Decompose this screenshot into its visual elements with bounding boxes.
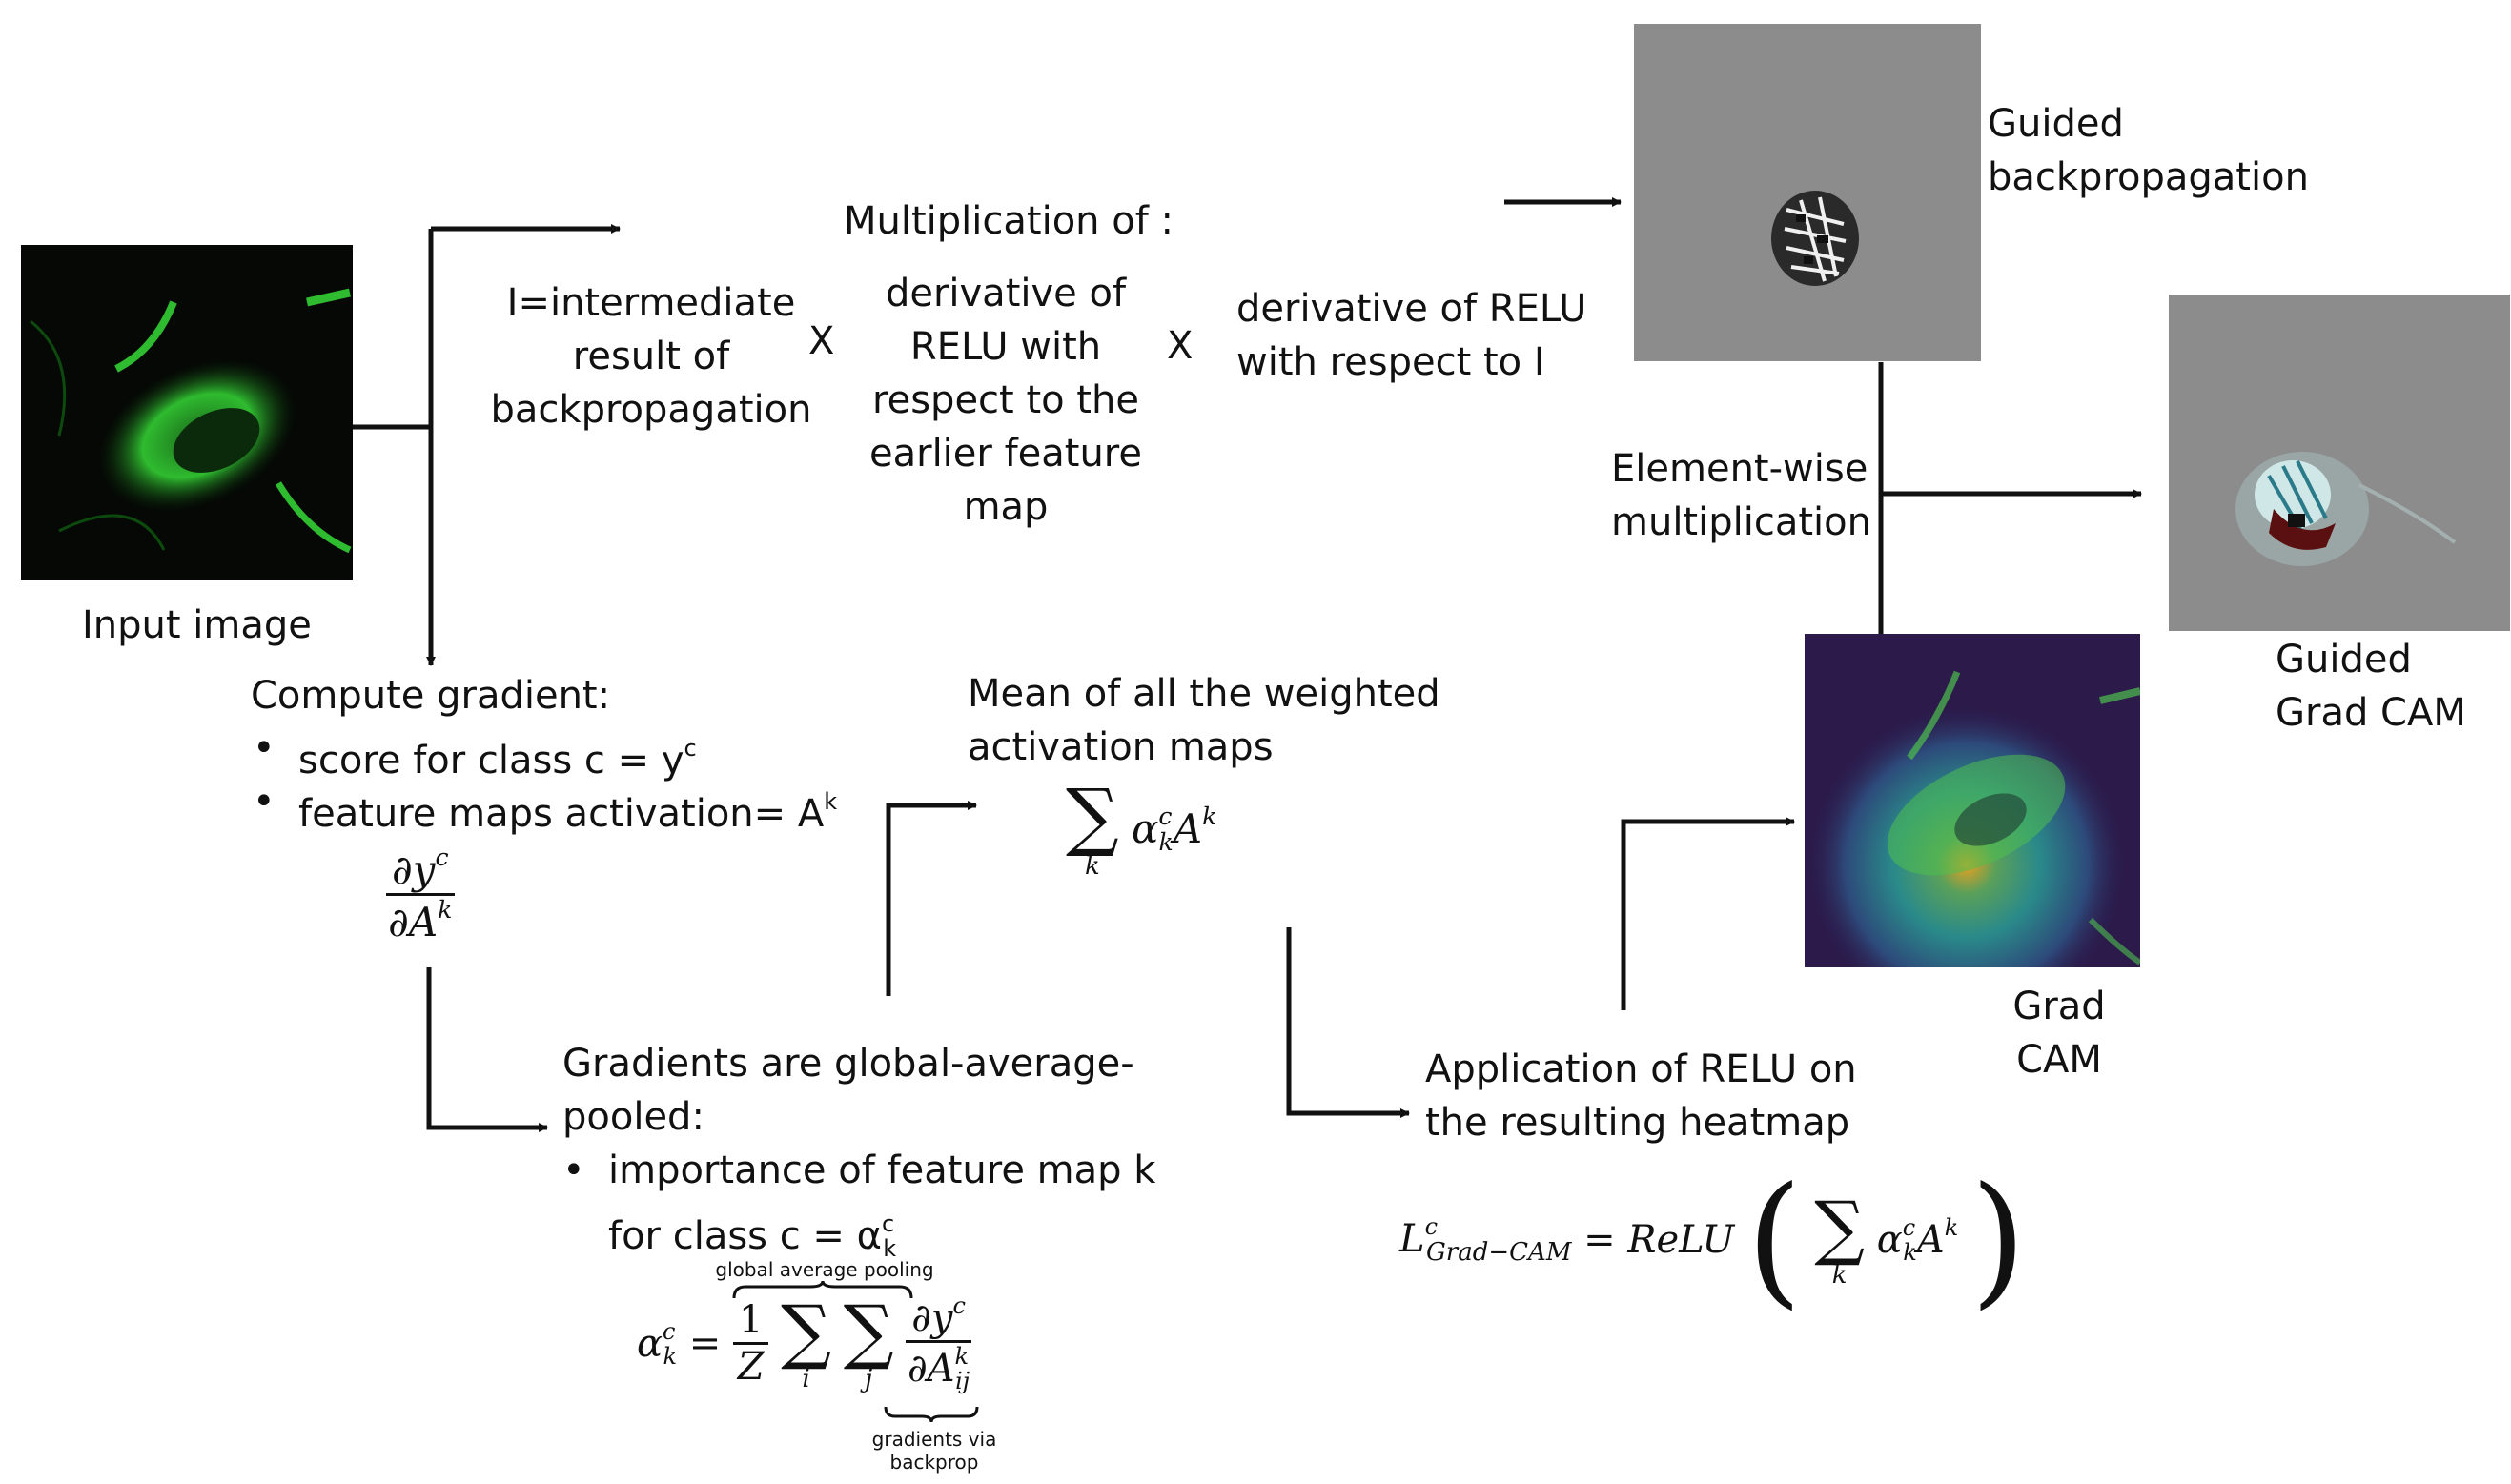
elementwise-line-1: Element-wise	[1611, 447, 1868, 491]
elementwise-label: Element-wise multiplication	[1611, 442, 1871, 549]
input-image-cell	[30, 288, 352, 554]
feature-maps-text: feature maps activation= A	[298, 792, 825, 836]
input-image	[21, 245, 353, 580]
sum-symbol: ∑	[1066, 774, 1119, 860]
gradients-via-caption: gradients via backprop	[863, 1428, 1006, 1474]
alpha-a-term: αckAk	[1132, 802, 1217, 857]
sum-j: ∑ j	[843, 1290, 894, 1393]
input-image-label: Input image	[82, 603, 312, 647]
gradient-frac: ∂yc ∂Ak	[386, 844, 455, 945]
frac-denominator: ∂Ak	[388, 895, 453, 945]
guided-bp-line-1: Guided	[1988, 102, 2124, 146]
brace-over-sums	[732, 1281, 913, 1299]
gradcam-heatmap	[1805, 670, 2140, 967]
guided-gradcam-line-1: Guided	[2276, 638, 2412, 681]
intermediate-result-text: I=intermediate result of backpropagation	[484, 276, 818, 437]
arrow-to-gradcam	[1621, 817, 1795, 1010]
gap-line-2: pooled:	[562, 1095, 704, 1139]
guided-gradcam-line-2: Grad CAM	[2276, 691, 2466, 735]
mean-weighted-line-1: Mean of all the weighted	[968, 672, 1440, 716]
grad-via-line-1: gradients via	[871, 1428, 997, 1451]
arrow-to-mean-weighted	[886, 801, 977, 996]
deriv-feature-line-3: respect to the	[872, 378, 1139, 422]
equals-sign: =	[688, 1321, 722, 1366]
gap-label: Gradients are global-average- pooled:	[562, 1037, 1134, 1144]
intermediate-line-2: result of	[572, 335, 730, 378]
sum-i: ∑ i	[781, 1290, 831, 1393]
intermediate-line-3: backpropagation	[490, 388, 812, 432]
guided-backprop-image	[1634, 24, 1981, 361]
arrow-to-gap	[426, 967, 548, 1132]
brace-under-fraction	[884, 1406, 979, 1423]
gradcam-sum: ∑ k	[1814, 1187, 1866, 1290]
gradcam-alpha-a: αckAk	[1876, 1213, 1959, 1267]
times-symbol-2: X	[1167, 324, 1194, 368]
deriv-feature-line-4: earlier feature	[869, 432, 1142, 476]
guided-gradcam-image	[2169, 295, 2510, 631]
global-avg-pooling-caption: global average pooling	[715, 1258, 934, 1281]
gradcam-line-1: Grad	[2012, 985, 2106, 1028]
guided-bp-line-2: backpropagation	[1988, 155, 2309, 199]
guided-backprop-label: Guided backpropagation	[1988, 97, 2309, 204]
multiplication-title: Multiplication of :	[844, 199, 1174, 243]
gradcam-line-2: CAM	[2016, 1038, 2102, 1082]
deriv-relu-line-1: derivative of RELU	[1236, 287, 1587, 331]
mean-weighted-line-2: activation maps	[968, 725, 1274, 769]
relu-heatmap-line-1: Application of RELU on	[1425, 1047, 1857, 1091]
derivative-feature-map-text: derivative of RELU with respect to the e…	[848, 267, 1163, 534]
times-symbol-1: X	[808, 319, 835, 363]
left-paren: (	[1745, 1157, 1803, 1323]
relu-heatmap-label: Application of RELU on the resulting hea…	[1425, 1043, 1857, 1149]
gradcam-image	[1805, 634, 2140, 967]
grad-via-line-2: backprop	[889, 1451, 979, 1474]
right-paren: )	[1970, 1157, 2027, 1323]
feature-maps-bullet: feature maps activation= Ak	[253, 775, 838, 841]
deriv-feature-line-5: map	[963, 485, 1049, 529]
gradient-fraction: ∂yc ∂Ak	[386, 844, 455, 945]
guided-gradcam-label: Guided Grad CAM	[2276, 633, 2466, 740]
guided-gradcam-pattern	[2235, 452, 2457, 566]
score-sup: c	[684, 735, 697, 762]
sum-index: k	[1084, 852, 1100, 881]
compute-gradient-title: Compute gradient:	[251, 674, 611, 718]
importance-line-1: importance of feature map k	[608, 1149, 1156, 1192]
frac-numerator: ∂yc	[386, 844, 455, 896]
gap-line-1: Gradients are global-average-	[562, 1042, 1134, 1086]
elementwise-line-2: multiplication	[1611, 500, 1871, 544]
partial-fraction: ∂yc ∂Akij	[906, 1292, 971, 1395]
alpha-lhs: αck	[637, 1317, 678, 1370]
guided-backprop-pattern	[1771, 191, 1859, 286]
intermediate-line-1: I=intermediate	[506, 281, 796, 325]
importance-line-2: for class c = αck	[608, 1210, 897, 1263]
mean-weighted-label: Mean of all the weighted activation maps	[968, 667, 1440, 774]
relu-heatmap-line-2: the resulting heatmap	[1425, 1101, 1850, 1145]
arrow-to-relu-heatmap	[1286, 927, 1410, 1118]
relu-term: ReLU	[1627, 1218, 1735, 1262]
gradcam-equals: =	[1583, 1218, 1616, 1262]
importance-bullet: importance of feature map k for class c …	[562, 1144, 1156, 1275]
deriv-feature-line-1: derivative of	[885, 272, 1127, 315]
l-gradcam-term: LcGrad−CAM	[1399, 1212, 1572, 1268]
deriv-relu-line-2: with respect to I	[1236, 340, 1545, 384]
deriv-feature-line-2: RELU with	[909, 325, 1102, 369]
gradcam-label: Grad CAM	[1992, 980, 2126, 1087]
sum-with-index: ∑ k	[1066, 780, 1119, 879]
weighted-sum-formula: ∑ k αckAk	[1066, 780, 1216, 879]
feature-sup: k	[824, 788, 838, 815]
derivative-relu-text: derivative of RELU with respect to I	[1236, 282, 1586, 389]
gradcam-formula: LcGrad−CAM = ReLU ( ∑ k αckAk )	[1399, 1157, 2026, 1323]
